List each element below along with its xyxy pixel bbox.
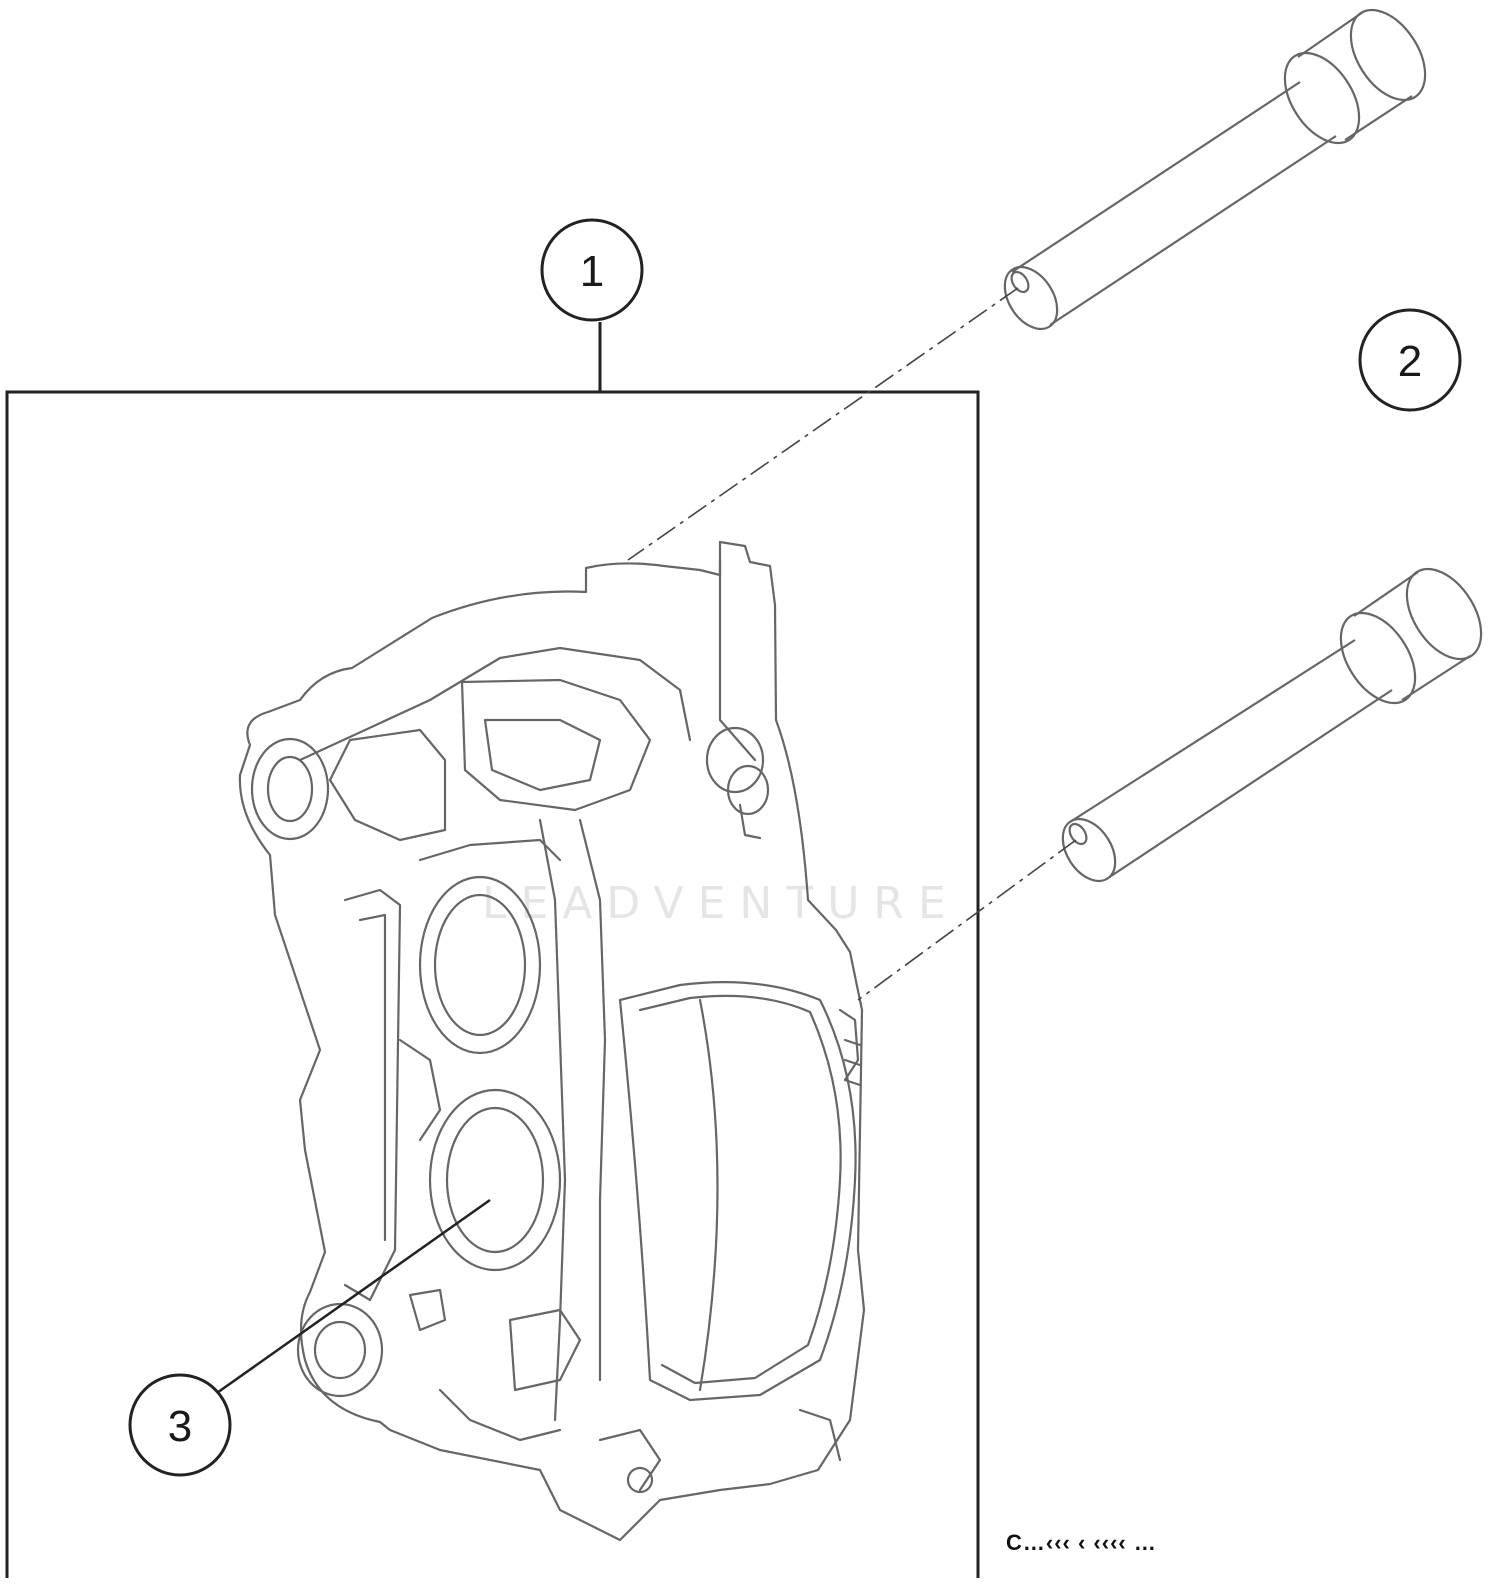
alignment-lines xyxy=(627,287,1077,1001)
callout-1: 1 xyxy=(540,218,644,322)
callout-2-number: 2 xyxy=(1398,337,1422,386)
callout-2: 2 xyxy=(1358,308,1462,412)
callout-1-number: 1 xyxy=(580,247,604,296)
watermark: LEADVENTURE xyxy=(482,878,960,929)
callout-3-number: 3 xyxy=(168,1402,192,1451)
document-code: C…‹‹‹ ‹ ‹‹‹‹ … xyxy=(1006,1530,1157,1555)
leader-line-3 xyxy=(213,1198,491,1397)
assembly-frame xyxy=(5,322,980,1578)
callout-3: 3 xyxy=(128,1373,232,1477)
bolt-upper xyxy=(1003,8,1427,331)
brake-caliper xyxy=(238,540,866,1542)
bolt-lower xyxy=(1061,567,1483,883)
